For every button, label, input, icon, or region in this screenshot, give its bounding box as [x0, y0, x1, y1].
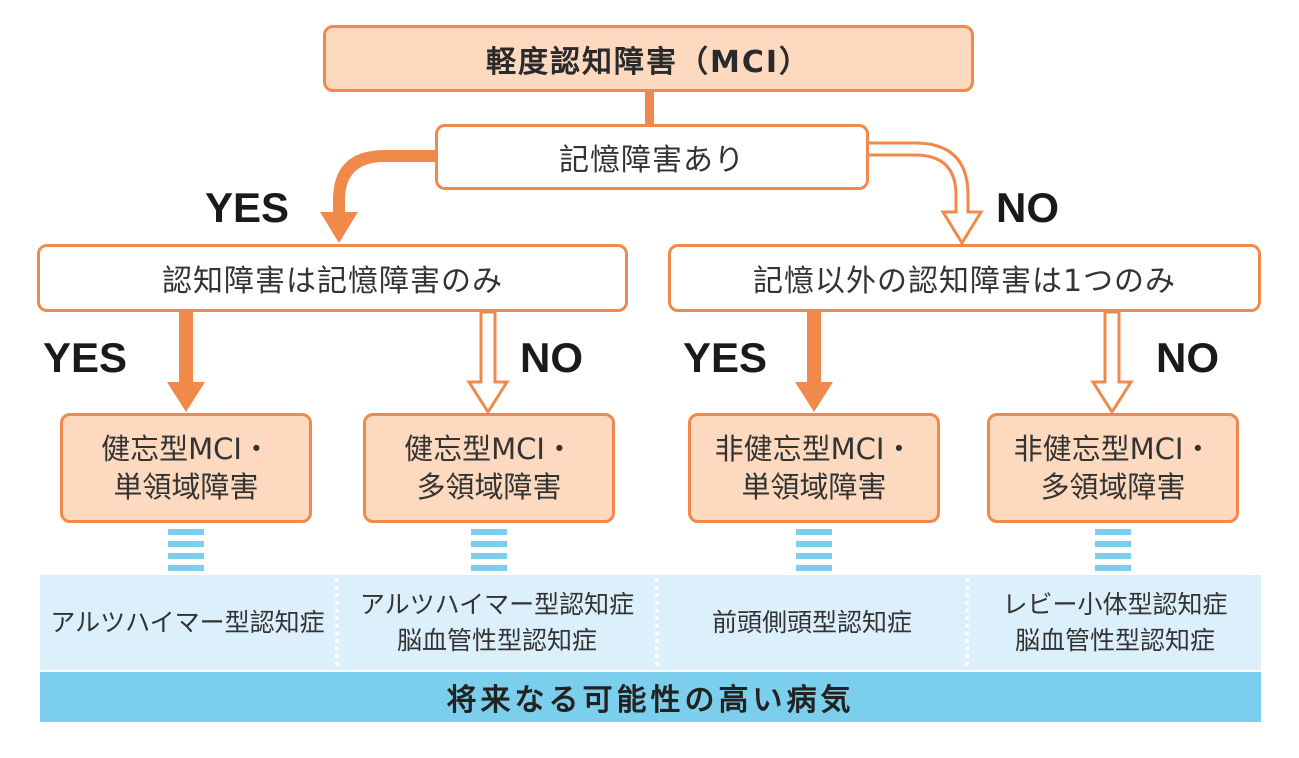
no-label-top: NO — [996, 184, 1059, 231]
question-memory-text: 記憶障害あり — [559, 143, 745, 178]
disease-cell-4: レビー小体型認知症 脳血管性型認知症 — [969, 575, 1261, 670]
mci-type-1-line1: 健忘型MCI・ — [101, 432, 271, 466]
no-label-right: NO — [1156, 334, 1219, 381]
mci-type-2-line1: 健忘型MCI・ — [404, 432, 574, 466]
mci-type-4-line2: 多領域障害 — [1040, 470, 1186, 504]
mci-type-box-2: 健忘型MCI・ 多領域障害 — [363, 413, 615, 523]
no-label-left: NO — [520, 334, 583, 381]
yes-arrow-right — [795, 312, 833, 412]
disease-separator-1 — [335, 578, 339, 666]
mci-type-2-line2: 多領域障害 — [416, 470, 562, 504]
mci-type-box-3: 非健忘型MCI・ 単領域障害 — [688, 413, 940, 523]
question-right-box: 記憶以外の認知障害は1つのみ — [668, 244, 1261, 312]
question-right-text: 記憶以外の認知障害は1つのみ — [752, 264, 1177, 299]
yes-label-left: YES — [43, 334, 128, 381]
connector-1 — [168, 523, 204, 573]
yes-arrow-q1 — [320, 150, 436, 243]
disease-4-line1: レビー小体型認知症 — [1002, 589, 1228, 619]
mci-type-1-line2: 単領域障害 — [113, 470, 259, 504]
connector-2 — [471, 523, 507, 573]
disease-2-line2: 脳血管性型認知症 — [396, 625, 597, 655]
mci-type-4-line1: 非健忘型MCI・ — [1013, 432, 1213, 466]
no-arrow-q1 — [868, 141, 984, 246]
disease-cell-2: アルツハイマー型認知症 脳血管性型認知症 — [339, 575, 655, 670]
disease-band — [40, 575, 1261, 670]
disease-3-line1: 前頭側頭型認知症 — [711, 607, 912, 637]
no-arrow-right — [1090, 310, 1134, 415]
footer-bar: 将来なる可能性の高い病気 — [40, 672, 1261, 722]
disease-2-line1: アルツハイマー型認知症 — [359, 589, 635, 619]
title-text: 軽度認知障害（MCI） — [485, 44, 812, 80]
disease-4-line2: 脳血管性型認知症 — [1014, 625, 1215, 655]
mci-type-box-1: 健忘型MCI・ 単領域障害 — [60, 413, 312, 523]
yes-label-top: YES — [205, 184, 290, 231]
question-left-text: 認知障害は記憶障害のみ — [162, 264, 503, 299]
footer-text: 将来なる可能性の高い病気 — [446, 683, 855, 718]
disease-separator-3 — [965, 578, 969, 666]
yes-label-right: YES — [683, 334, 768, 381]
title-connector — [645, 90, 654, 126]
no-arrow-left — [466, 310, 510, 415]
disease-cell-1: アルツハイマー型認知症 — [40, 575, 335, 670]
connector-3 — [796, 523, 832, 573]
title-box: 軽度認知障害（MCI） — [323, 25, 974, 92]
question-memory-box: 記憶障害あり — [435, 124, 869, 190]
disease-cell-3: 前頭側頭型認知症 — [659, 575, 965, 670]
question-left-box: 認知障害は記憶障害のみ — [37, 244, 628, 312]
mci-type-3-line2: 単領域障害 — [741, 470, 887, 504]
disease-separator-2 — [655, 578, 659, 666]
disease-1-line1: アルツハイマー型認知症 — [50, 607, 325, 637]
mci-type-box-4: 非健忘型MCI・ 多領域障害 — [987, 413, 1239, 523]
connector-4 — [1095, 523, 1131, 573]
mci-type-3-line1: 非健忘型MCI・ — [714, 432, 914, 466]
yes-arrow-left — [167, 312, 205, 412]
